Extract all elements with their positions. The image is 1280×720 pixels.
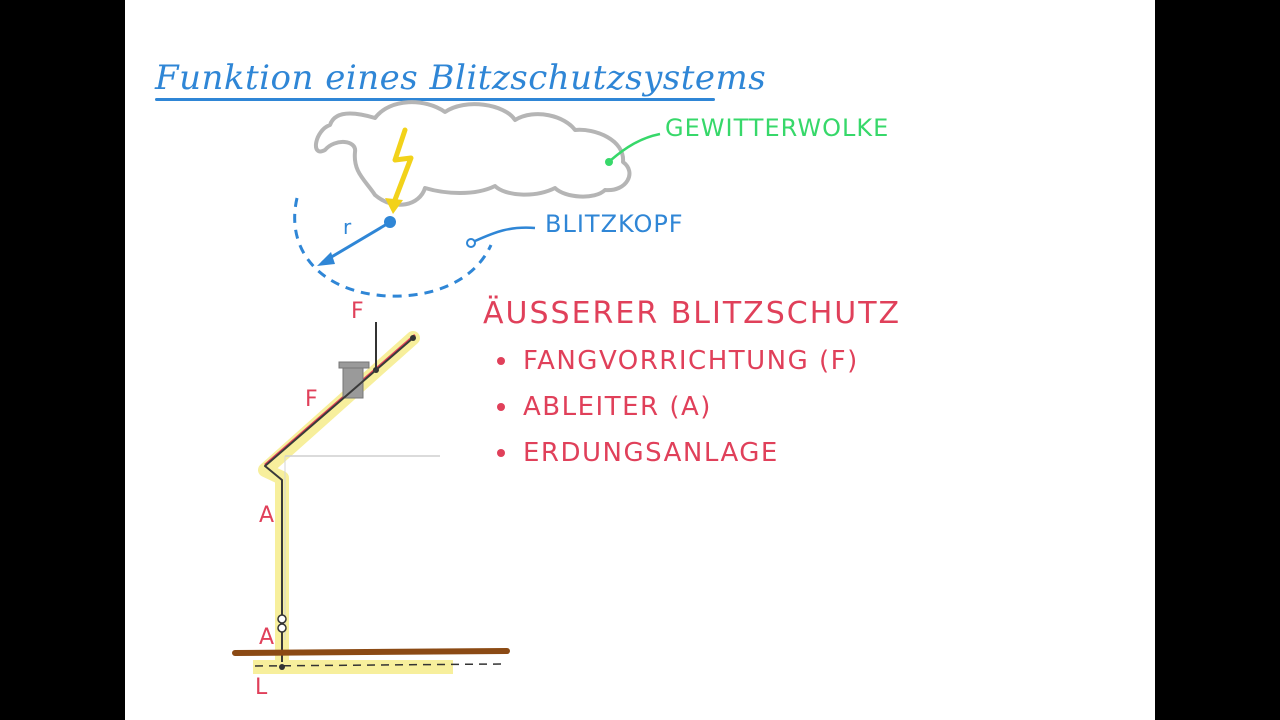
air-termination-label-top: F bbox=[351, 299, 364, 324]
thundercloud bbox=[314, 100, 632, 207]
chimney bbox=[338, 361, 370, 399]
bullet-icon bbox=[497, 449, 505, 457]
ground-line bbox=[232, 648, 510, 656]
lightning-protection-diagram: r bbox=[232, 100, 661, 700]
down-conductor-label-lower: A bbox=[259, 625, 274, 650]
earthing-highlight bbox=[253, 660, 453, 674]
list-item: Erdungsanlage bbox=[497, 430, 859, 476]
earthing-point bbox=[279, 664, 285, 670]
bullet-icon bbox=[497, 357, 505, 365]
list-item-label: Fangvorrichtung (F) bbox=[523, 346, 859, 376]
list-item: Ableiter (A) bbox=[497, 384, 859, 430]
test-joint bbox=[277, 614, 287, 633]
title-underline bbox=[155, 98, 715, 101]
down-conductor-label-upper: A bbox=[259, 503, 274, 528]
whiteboard-canvas: Funktion eines Blitzschutzsystems r bbox=[125, 0, 1155, 720]
radius-label: r bbox=[343, 215, 352, 239]
down-conductor bbox=[264, 337, 414, 662]
page-title: Funktion eines Blitzschutzsystems bbox=[155, 58, 767, 98]
cloud-leader bbox=[605, 132, 661, 166]
earthing-label: L bbox=[255, 675, 268, 700]
lightning-bolt bbox=[385, 127, 414, 214]
ridge-end-point bbox=[410, 335, 416, 341]
cloud-label: Gewitterwolke bbox=[665, 114, 890, 142]
list-item: Fangvorrichtung (F) bbox=[497, 338, 859, 384]
blitzkopf-leader bbox=[466, 226, 536, 248]
conductor-highlight bbox=[258, 331, 420, 669]
bullet-icon bbox=[497, 403, 505, 411]
air-termination-label-roof: F bbox=[305, 387, 318, 412]
list-item-label: Erdungsanlage bbox=[523, 438, 779, 468]
radius-arrow bbox=[317, 222, 389, 266]
external-protection-list: Fangvorrichtung (F) Ableiter (A) Erdungs… bbox=[497, 338, 859, 476]
lightning-head-label: Blitzkopf bbox=[545, 210, 684, 238]
list-item-label: Ableiter (A) bbox=[523, 392, 712, 422]
external-protection-title: Äußerer Blitzschutz bbox=[483, 296, 902, 331]
